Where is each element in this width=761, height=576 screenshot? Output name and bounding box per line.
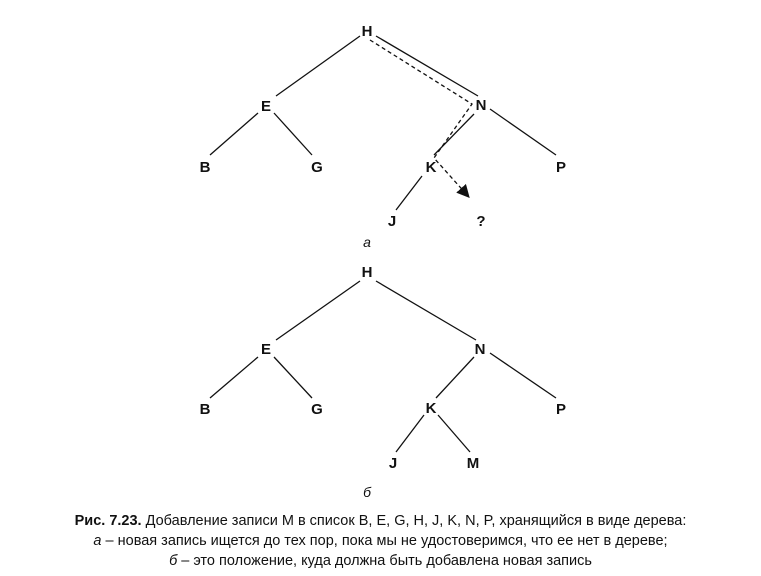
node-b-g: G: [311, 401, 323, 418]
edge-a-h-n: [375, 35, 479, 97]
caption-line-1: Рис. 7.23. Добавление записи M в список …: [0, 511, 761, 531]
edge-a-n-k: [433, 113, 475, 156]
node-a-h: H: [362, 23, 373, 40]
edge-b-k-j: [395, 414, 425, 453]
node-b-e: E: [261, 341, 271, 358]
caption-prefix-b: б: [169, 553, 178, 569]
subfigure-label-b: б: [363, 484, 372, 500]
node-b-h: H: [362, 264, 373, 281]
edge-b-n-p: [489, 352, 557, 399]
node-a-e: E: [261, 98, 271, 115]
node-b-k: K: [426, 400, 437, 417]
caption-line-2: а – новая запись ищется до тех пор, пока…: [0, 531, 761, 551]
caption-number: Рис. 7.23.: [74, 513, 142, 529]
node-a-p: P: [556, 159, 566, 176]
subfigure-label-a: а: [363, 234, 371, 250]
edge-a-h-e: [275, 35, 361, 97]
node-a-b: B: [200, 159, 211, 176]
edge-b-n-k: [435, 356, 475, 399]
caption-line-3: б – это положение, куда должна быть доба…: [0, 551, 761, 571]
node-a-j: J: [388, 213, 396, 230]
edge-a-k-j: [395, 175, 423, 211]
edge-a-e-g: [273, 112, 313, 156]
edge-a-e-b: [209, 112, 259, 156]
node-b-m: M: [467, 455, 480, 472]
edge-b-e-g: [273, 356, 313, 399]
caption-text-1: Добавление записи M в список B, E, G, H,…: [145, 513, 687, 529]
tree-b: H E N B G K P J M б: [200, 264, 566, 500]
edge-b-e-b: [209, 356, 259, 399]
node-a-question: ?: [476, 213, 485, 230]
node-a-k: K: [426, 159, 437, 176]
caption-text-2: – новая запись ищется до тех пор, пока м…: [101, 533, 668, 549]
edge-b-h-e: [275, 280, 361, 341]
node-b-p: P: [556, 401, 566, 418]
edge-a-n-p: [489, 108, 557, 156]
node-b-n: N: [475, 341, 486, 358]
tree-a: H E N B G K P J ? а: [200, 23, 566, 250]
node-a-n: N: [476, 97, 487, 114]
node-a-g: G: [311, 159, 323, 176]
caption-prefix-a: а: [93, 533, 102, 549]
tree-diagrams: H E N B G K P J ? а H E N B G K P J M б: [200, 23, 566, 500]
edge-b-k-m: [437, 414, 471, 453]
caption-text-3: – это положение, куда должна быть добавл…: [177, 553, 592, 569]
node-b-b: B: [200, 401, 211, 418]
edge-b-h-n: [375, 280, 477, 341]
node-b-j: J: [389, 455, 397, 472]
figure-caption: Рис. 7.23. Добавление записи M в список …: [0, 511, 761, 571]
search-path-a: [369, 39, 473, 198]
